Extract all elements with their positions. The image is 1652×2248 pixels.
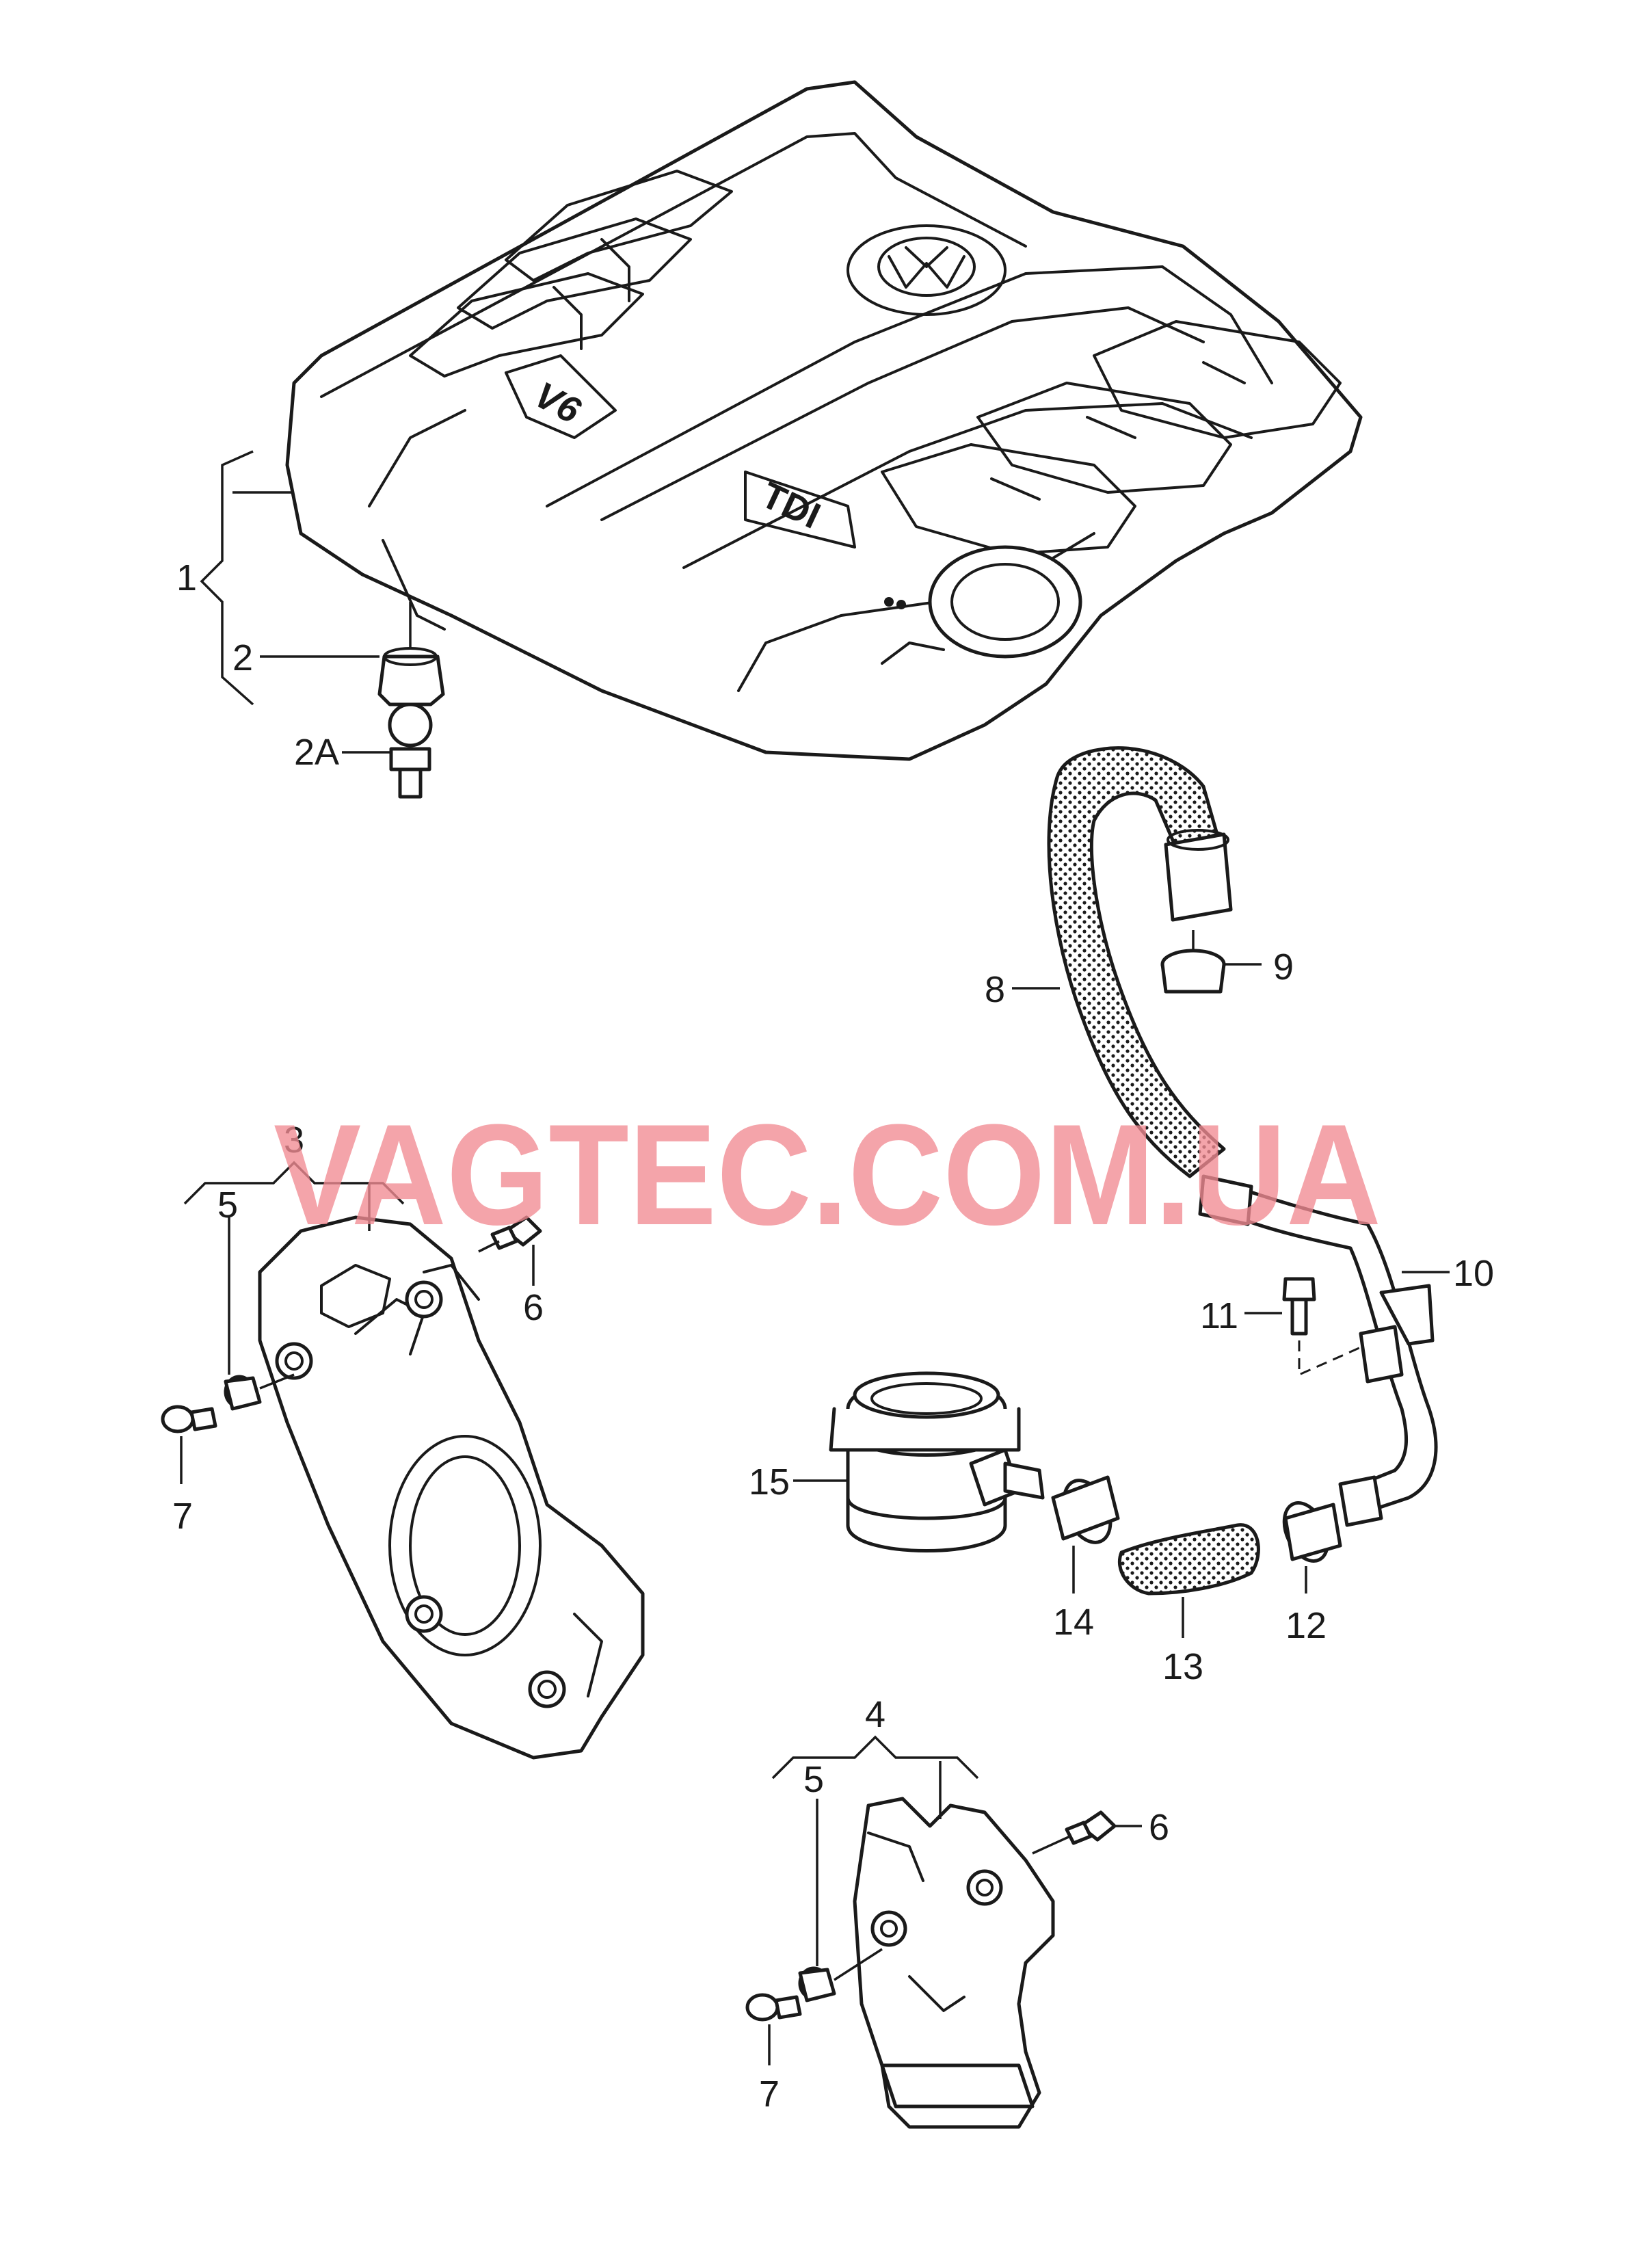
screw-6b: [1032, 1810, 1142, 1855]
callout-6b: 6: [1149, 1807, 1169, 1848]
callout-12: 12: [1285, 1605, 1327, 1646]
screw-11: [1244, 1277, 1361, 1377]
callout-10: 10: [1453, 1253, 1494, 1294]
spacer-sleeve-5: [224, 1217, 295, 1411]
breather-hose-upper: [1047, 746, 1233, 1178]
callout-6: 6: [523, 1287, 544, 1328]
callout-9: 9: [1273, 947, 1294, 988]
callout-14: 14: [1053, 1602, 1094, 1643]
vw-logo-icon: [847, 224, 1007, 316]
group-bracket-3: [183, 1161, 405, 1205]
breather-pipe: [1198, 1174, 1438, 1527]
right-intake-ribs: [881, 320, 1342, 555]
engine-cover: V6 TDI: [285, 80, 1363, 761]
callout-4: 4: [865, 1694, 885, 1735]
ball-pin: [388, 702, 433, 799]
oil-filler-opening: [884, 545, 1082, 659]
timing-belt-cover: [258, 1215, 645, 1760]
callout-7b: 7: [759, 2074, 780, 2115]
hose-clamp-14: [1051, 1475, 1120, 1594]
group-bracket-1: [200, 450, 254, 706]
callout-2a: 2A: [294, 732, 339, 773]
callout-7: 7: [172, 1496, 193, 1537]
left-intake-ribs: [409, 170, 733, 378]
breather-hose-lower: [1117, 1523, 1260, 1638]
callout-3: 3: [284, 1120, 304, 1161]
callout-13: 13: [1162, 1646, 1203, 1687]
callout-15: 15: [749, 1462, 790, 1503]
callout-labels: 1 2 2A 3 5 6 7 8 9 10 11 12 13 14 15 4 5…: [172, 557, 1494, 2115]
bolt-7b: [745, 1993, 802, 2065]
rear-timing-cover: [853, 1797, 1055, 2129]
rubber-grommet: [377, 602, 445, 706]
callout-2: 2: [232, 637, 253, 678]
callout-11: 11: [1200, 1295, 1238, 1336]
callout-5: 5: [217, 1185, 238, 1226]
hose-clip-9: [1160, 930, 1262, 994]
spacer-sleeve-5b: [798, 1799, 883, 2002]
watermark: VAGTEC.COM.UA: [274, 1094, 1381, 1255]
pressure-regulating-valve: [793, 1371, 1045, 1552]
hose-clamp-12: [1282, 1501, 1342, 1594]
callout-5b: 5: [803, 1759, 824, 1800]
callout-8: 8: [985, 969, 1005, 1010]
group-bracket-4: [771, 1735, 979, 1780]
screw-6: [478, 1215, 542, 1286]
callout-1: 1: [176, 557, 197, 598]
bolt-7: [161, 1405, 217, 1484]
